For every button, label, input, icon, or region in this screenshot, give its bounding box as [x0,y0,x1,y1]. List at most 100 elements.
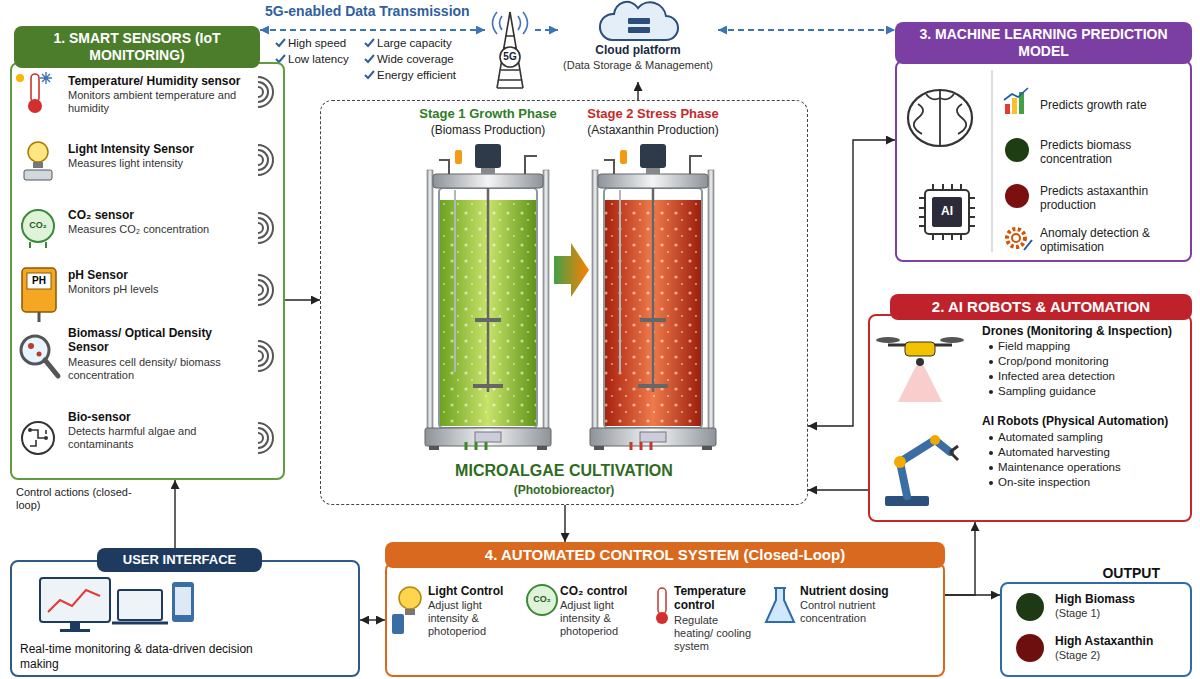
ml-icons [1005,138,1029,162]
ml-icons [1005,184,1029,208]
wireless-arc [258,275,273,305]
robot-heading: Drones (Monitoring & Inspection) [982,324,1190,338]
check-marks [365,39,374,46]
connector [945,522,975,595]
robot-icons [989,375,993,379]
ml-icons [914,90,966,146]
robot-heading: AI Robots (Physical Automation) [982,414,1190,428]
ui-icons [112,622,168,625]
wireless-arc [258,280,268,300]
ml-icons [1012,234,1020,242]
5g-tower [497,12,523,88]
reactor-frame [425,144,551,450]
panel-heading: 2. AI ROBOTS & AUTOMATION [890,294,1192,320]
prediction-item: Predicts biomass concentration [1040,138,1188,167]
wireless-arc [258,223,263,233]
5g-tower [493,12,528,34]
sensor-desc: Measures CO₂ concentration [68,223,246,236]
cloud-icon [600,2,678,40]
ml-icons [992,70,993,252]
check-marks [276,39,285,46]
ml-icons [925,190,969,234]
bullet-item: Infected area detection [998,370,1188,384]
output-samples [1016,593,1044,662]
connector [260,29,485,31]
panel-heading: 1. SMART SENSORS (IoT MONITORING) [14,26,260,68]
bullet-item: Automated sampling [998,431,1188,445]
cloud-icon [628,27,650,33]
connector [564,505,565,542]
robot-icons [876,337,993,506]
wireless-arc [258,82,268,102]
sensor-icons [30,242,46,248]
panel-heading: 4. AUTOMATED CONTROL SYSTEM (Closed-Loop… [385,542,945,568]
feature-item: High speed [288,37,346,51]
wireless-arc [258,213,273,243]
ml-icons [1005,104,1010,114]
sensor-icons [31,74,39,102]
wireless-arc [258,285,263,295]
sensor-name: pH Sensor [68,268,246,282]
wireless-arc [258,218,268,238]
sensor-icons [40,72,52,84]
ui-icons [40,578,110,622]
cultivation-subtitle: (Photobioreactor) [321,483,807,497]
bullet-item: Crop/pond monitoring [998,355,1188,369]
output-stage: (Stage 2) [1055,649,1190,662]
robot-icons [989,360,993,364]
stage-subtitle: (Biomass Production) [413,123,563,137]
prediction-item: Predicts astaxanthin production [1040,184,1188,213]
wireless-arc [258,155,263,165]
stage-title: Stage 2 Stress Phase [578,106,728,122]
photobioreactors [631,442,651,450]
ui-icons [118,590,162,620]
ui-icons [70,622,80,629]
wireless-arc [258,428,268,448]
sensor-name: Temperature/ Humidity sensor [68,74,246,88]
bullet-item: Maintenance operations [998,461,1188,475]
ml-icons [908,70,1032,252]
sensor-desc: Detects harmful algae and contaminants [68,425,246,451]
wireless-arc [258,77,273,107]
sensor-panel: 1. SMART SENSORS (IoT MONITORING) [10,62,285,480]
sensor-icons [33,162,43,168]
prediction-item: Anomaly detection & optimisation [1040,226,1188,255]
reactor-frame [590,144,716,450]
control-icons [766,588,794,622]
feature-item: Energy efficient [377,69,456,83]
output-name: High Astaxanthin [1055,634,1190,648]
sensor-icons [44,436,48,440]
output-stage: (Stage 1) [1055,607,1190,620]
icon-text: PH [27,275,51,287]
connector [285,299,320,300]
feature-item: Low latency [288,53,349,67]
robot-icons [894,456,906,468]
sensor-icons [28,428,32,432]
control-icons [399,587,421,609]
wireless-arc [258,433,263,443]
robot-icons [950,446,958,460]
feature-item: Wide coverage [377,53,454,67]
photobioreactors [425,144,716,450]
output-samples [1016,593,1044,621]
sensor-icons [28,142,48,162]
control-desc: Regulate heating/ cooling system [674,614,760,654]
tower-label: 5G [485,51,535,63]
control-icons [658,588,666,614]
check-marks [276,55,285,62]
wireless-arc [258,423,273,453]
tower-node: 5G [485,6,535,90]
control-name: Temperature control [674,584,760,613]
robot-icons [898,366,942,402]
robot-icons [989,390,993,394]
control-icons [392,614,404,634]
ml-icons [919,184,975,240]
sensor-icons [16,74,24,82]
check-marks [365,71,374,78]
ml-icons [932,197,962,227]
robot-icons [930,435,940,445]
bullet-item: On-site inspection [998,476,1188,490]
control-name: Nutrient dosing [800,584,940,598]
sensor-name: CO₂ sensor [68,208,246,222]
connector [945,594,1000,595]
